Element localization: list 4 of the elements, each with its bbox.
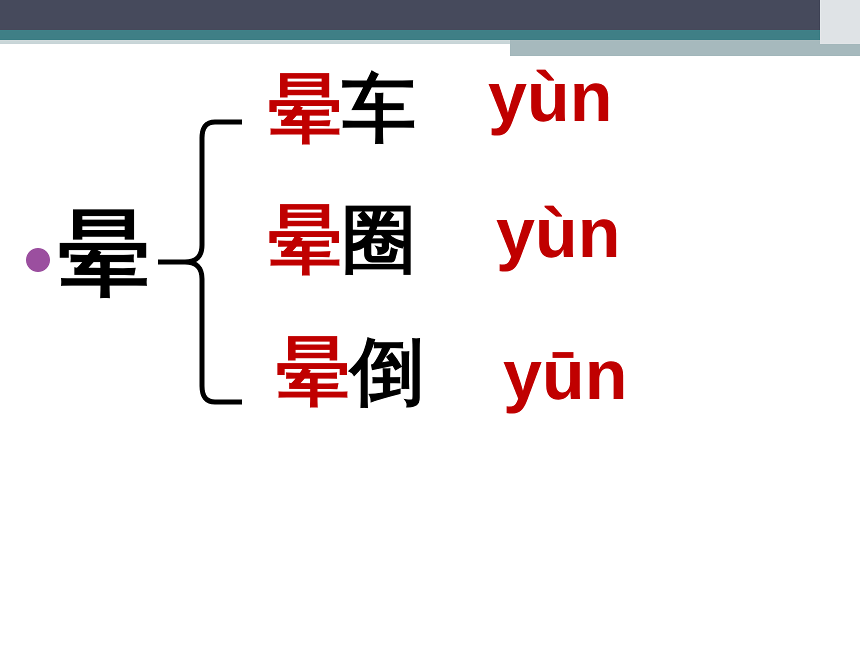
word: 晕圈 (268, 203, 416, 277)
word: 晕倒 (276, 335, 424, 409)
character: 晕 (58, 208, 150, 300)
word: 晕车 (268, 72, 416, 146)
